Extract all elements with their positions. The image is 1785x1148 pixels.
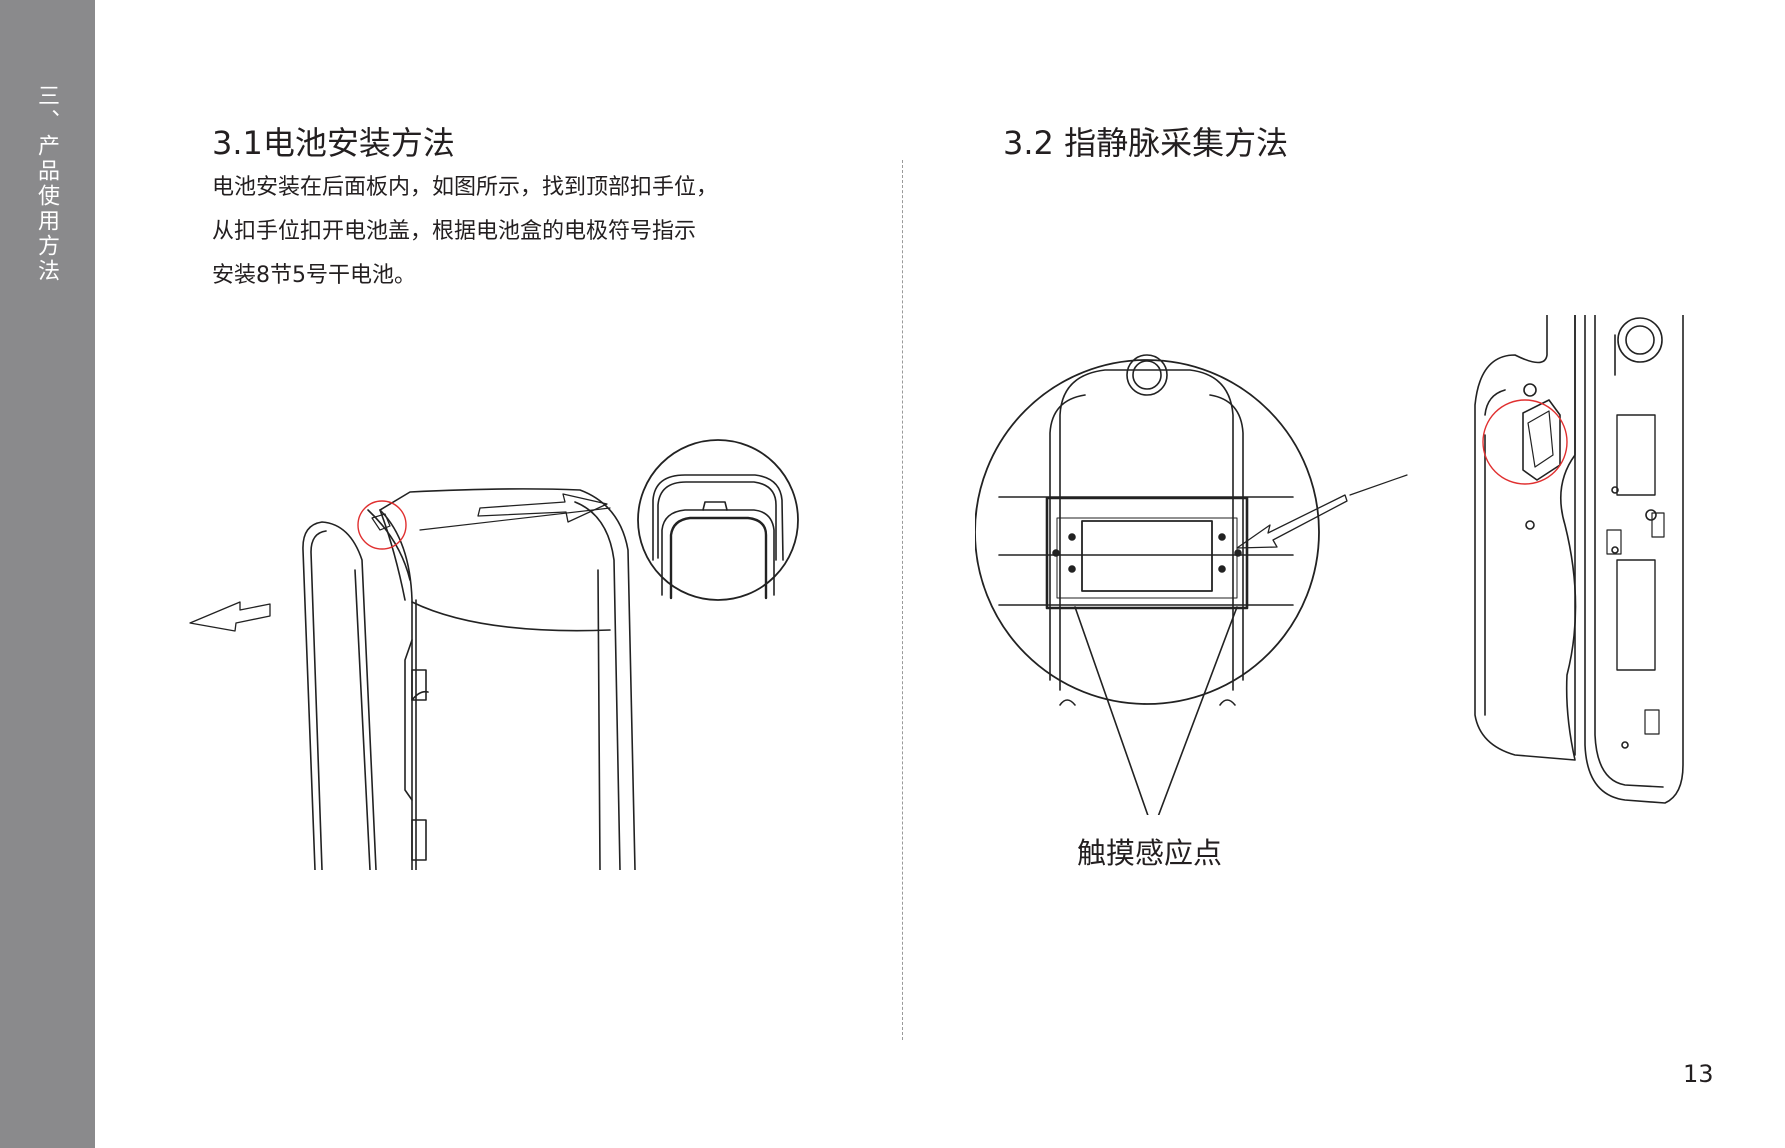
instruction-line: 从扣手位扣开电池盖，根据电池盒的电极符号指示 (212, 219, 697, 244)
chapter-sidebar: 三、产品使用方法 (0, 0, 95, 1148)
finger-vein-illustration (975, 315, 1684, 815)
battery-instructions: 电池安装在后面板内，如图所示，找到顶部扣手位， 从扣手位扣开电池盖，根据电池盒的… (212, 166, 832, 298)
instruction-line: 安装8节5号干电池。 (212, 263, 416, 288)
page-number: 13 (1683, 1060, 1714, 1088)
section-heading-battery: 3.1电池安装方法 (212, 124, 455, 162)
instruction-line: 电池安装在后面板内，如图所示，找到顶部扣手位， (212, 175, 719, 200)
arrow-left-icon (189, 601, 271, 632)
arrow-left-icon (1236, 494, 1348, 549)
touch-sensor-label: 触摸感应点 (1077, 836, 1223, 870)
arrow-right-icon (477, 493, 608, 523)
battery-install-illustration (189, 439, 799, 870)
chapter-title: 三、产品使用方法 (34, 84, 59, 284)
section-heading-vein: 3.2 指静脉采集方法 (1003, 124, 1289, 162)
column-divider (902, 160, 903, 1040)
